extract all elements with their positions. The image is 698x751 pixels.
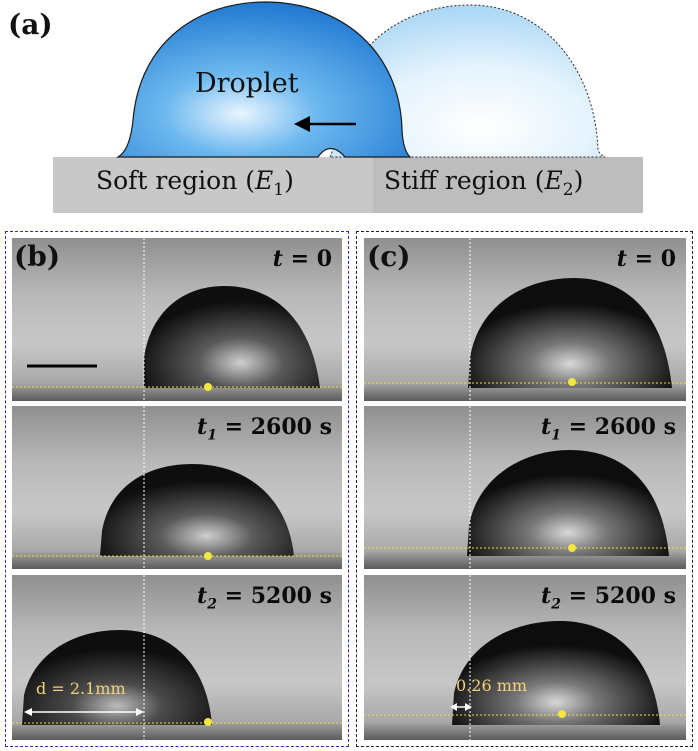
panel-c-photo-3: t2 = 5200 s 0.26 mm: [364, 575, 686, 740]
droplet-c3: [452, 621, 660, 725]
time-label-c3: t2 = 5200 s: [541, 583, 676, 613]
droplet-b2: [100, 464, 294, 556]
panel-b-photo-2: t1 = 2600 s: [12, 406, 342, 569]
measurement-label-b: d = 2.1mm: [36, 679, 126, 698]
panel-a-schematic: [53, 1, 643, 213]
droplet-b3: [22, 630, 212, 725]
droplet-label: Droplet: [195, 68, 299, 99]
time-label-c2: t1 = 2600 s: [541, 414, 676, 444]
panel-c-label: (c): [367, 240, 411, 273]
center-dot: [568, 378, 576, 386]
center-dot: [204, 383, 212, 391]
panel-c-photo-1: t = 0: [364, 238, 686, 401]
center-dot: [204, 718, 212, 726]
measurement-label-c: 0.26 mm: [456, 676, 528, 695]
panel-c-photo-2: t1 = 2600 s: [364, 406, 686, 569]
time-label-c1: t = 0: [616, 246, 676, 272]
droplet-c1: [468, 278, 672, 388]
panel-b-photo-1: t = 0: [12, 238, 342, 401]
panel-a-label: (a): [8, 8, 53, 41]
stiff-region-label: Stiff region (E2): [384, 166, 584, 200]
droplet-soft: [115, 1, 412, 158]
droplet-b1: [144, 286, 320, 388]
center-dot: [568, 544, 576, 552]
center-dot: [558, 710, 566, 718]
panel-b-photo-3: t2 = 5200 s d = 2.1mm: [12, 575, 342, 740]
arrow-head: [294, 116, 310, 132]
stiff-region-block: [373, 157, 643, 213]
droplet-c2: [467, 450, 669, 556]
soft-region-block: [53, 157, 373, 213]
center-dot: [204, 552, 212, 560]
panel-b-frame: [5, 231, 349, 747]
panel-c-frame: [356, 231, 693, 747]
time-label-b3: t2 = 5200 s: [197, 583, 332, 613]
time-label-b1: t = 0: [272, 246, 332, 272]
soft-region-label: Soft region (E1): [96, 166, 294, 200]
panel-b-label: (b): [14, 240, 61, 273]
time-label-b2: t1 = 2600 s: [197, 414, 332, 444]
